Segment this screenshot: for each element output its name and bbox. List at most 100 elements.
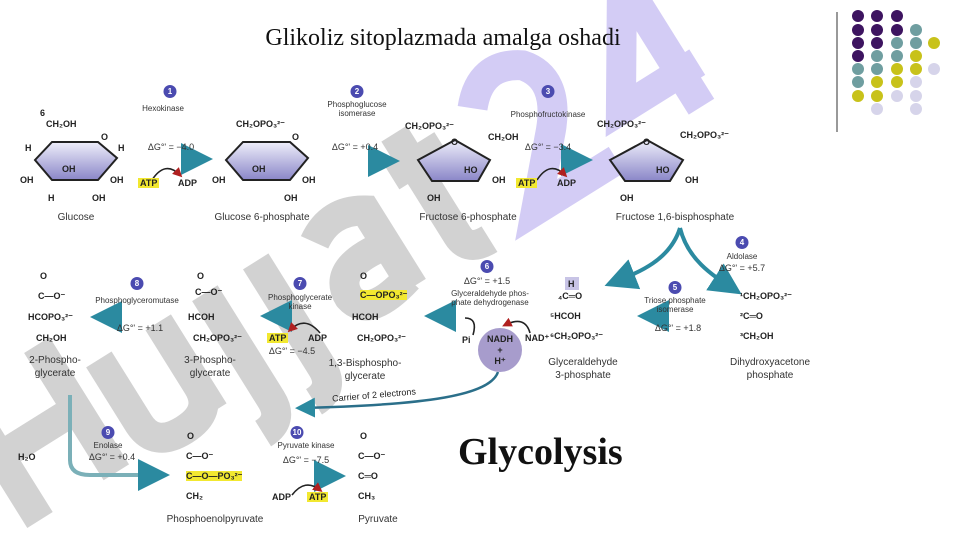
h-plus-label: H⁺ [494, 356, 506, 366]
step-number: 10 [290, 426, 304, 439]
reaction-arrows [90, 143, 705, 492]
compound-2pg: 2-Phospho- [29, 355, 81, 366]
group-label: C—O⁻ [186, 451, 214, 461]
delta-g: ΔG°' = +1.1 [116, 323, 164, 333]
decor-dot [871, 103, 883, 115]
compound-dhap: phosphate [746, 370, 794, 381]
enzyme-label: Pyruvate kinase [277, 441, 335, 450]
aldolase-split-arrow-left [604, 227, 682, 290]
compound-dhap: Dihydroxyacetone [729, 357, 811, 368]
group-label: HCOH [188, 312, 215, 322]
group-label: C—OPO₃²⁻ [360, 290, 408, 300]
delta-g: ΔG°' = −4.0 [147, 142, 195, 152]
step-number: 7 [293, 277, 307, 290]
step-number: 8 [130, 277, 144, 290]
nadh-bubble: NADH + H⁺ [478, 328, 522, 372]
group-label: CH₂OPO₃²⁻ [357, 333, 406, 343]
decor-dot [871, 37, 883, 49]
group-label: O [643, 137, 651, 147]
group-label: H [48, 193, 55, 203]
step-number: 9 [101, 426, 115, 439]
decor-dot [891, 90, 903, 102]
pi-label: Pi [462, 335, 471, 345]
step-number: 1 [163, 85, 177, 98]
group-label: O [40, 271, 48, 281]
group-label: C—O⁻ [358, 451, 386, 461]
decor-dot [891, 37, 903, 49]
decor-dot [871, 10, 883, 22]
group-label: CH₂OPO₃²⁻ [680, 130, 729, 140]
group-label: H [568, 279, 575, 289]
slide-title: Glikoliz sitoplazmada amalga oshadi [265, 25, 621, 51]
g6p-ring [224, 141, 310, 181]
group-label: CH₂OPO₃²⁻ [236, 119, 285, 129]
group-label: HCOH [352, 312, 379, 322]
step-number: 4 [735, 236, 749, 249]
enzyme-label: phate dehydrogenase [451, 298, 529, 307]
compound-3pg: glycerate [189, 368, 231, 379]
group-label: OH [92, 193, 106, 203]
nad-label: NAD⁺ [525, 333, 550, 343]
group-label: OH [62, 164, 76, 174]
decor-dot [871, 76, 883, 88]
enzyme-label: Phosphoglyceromutase [95, 296, 179, 305]
compound-f6p: Fructose 6-phosphate [419, 212, 517, 223]
group-label: CH₂OPO₃²⁻ [405, 121, 454, 131]
step-number: 3 [541, 85, 555, 98]
group-label: OH [620, 193, 634, 203]
group-label: OH [284, 193, 298, 203]
decor-dot [910, 63, 922, 75]
group-label: OH [110, 175, 124, 185]
compound-g3p: Glyceraldehyde [548, 357, 618, 368]
compound-f16bp: Fructose 1,6-bisphosphate [615, 212, 735, 223]
group-label: O [360, 271, 368, 281]
f16bp-ring [608, 138, 685, 182]
adp-label: ADP [272, 492, 292, 502]
decor-dot [852, 76, 864, 88]
group-label: CH₂OPO₃²⁻ [597, 119, 646, 129]
group-label: OH [212, 175, 226, 185]
group-label: O [101, 132, 109, 142]
decor-dot [891, 50, 903, 62]
group-label: CH₂OH [36, 333, 67, 343]
group-label: ²C═O [740, 311, 763, 321]
decor-dot [852, 90, 864, 102]
compound-g6p: Glucose 6-phosphate [214, 212, 310, 223]
group-label: OH [685, 175, 699, 185]
nadh-label: NADH [487, 334, 513, 344]
enzyme-label: Enolase [93, 441, 123, 450]
group-label: O [187, 431, 195, 441]
delta-g: ΔG°' = −3.4 [524, 142, 572, 152]
decor-dot [852, 63, 864, 75]
decor-dot [910, 50, 922, 62]
decor-dot [871, 63, 883, 75]
group-label: HCOPO₃²⁻ [28, 312, 73, 322]
enzyme-label: Hexokinase [142, 104, 184, 113]
decor-dot [852, 10, 864, 22]
adp-label: ADP [557, 178, 577, 188]
delta-g: ΔG°' = +5.7 [718, 263, 766, 273]
group-label: H [118, 143, 125, 153]
adp-label: ADP [308, 333, 328, 343]
plus-label: + [497, 345, 503, 355]
carbon-number: 6 [40, 108, 46, 118]
group-label: OH [427, 193, 441, 203]
aldehyde-h-highlight [565, 277, 579, 290]
group-label: CH₂ [186, 491, 203, 501]
decor-dot [891, 76, 903, 88]
compound-pyruvate: Pyruvate [358, 514, 398, 525]
delta-g: ΔG°' = −4.5 [268, 346, 316, 356]
decor-dot [871, 24, 883, 36]
enzyme-label: Phosphoglucose [327, 100, 387, 109]
group-label: CH₂OPO₃²⁻ [193, 333, 242, 343]
group-label: OH [20, 175, 34, 185]
decor-dot [891, 63, 903, 75]
group-label: ¹CH₂OPO₃²⁻ [740, 291, 792, 301]
atp-label: ATP [267, 333, 289, 343]
group-label: C—O⁻ [38, 291, 66, 301]
decor-dot [910, 76, 922, 88]
decor-dot [871, 90, 883, 102]
compound-pep: Phosphoenolpyruvate [166, 514, 264, 525]
enzyme-label: kinase [288, 302, 312, 311]
